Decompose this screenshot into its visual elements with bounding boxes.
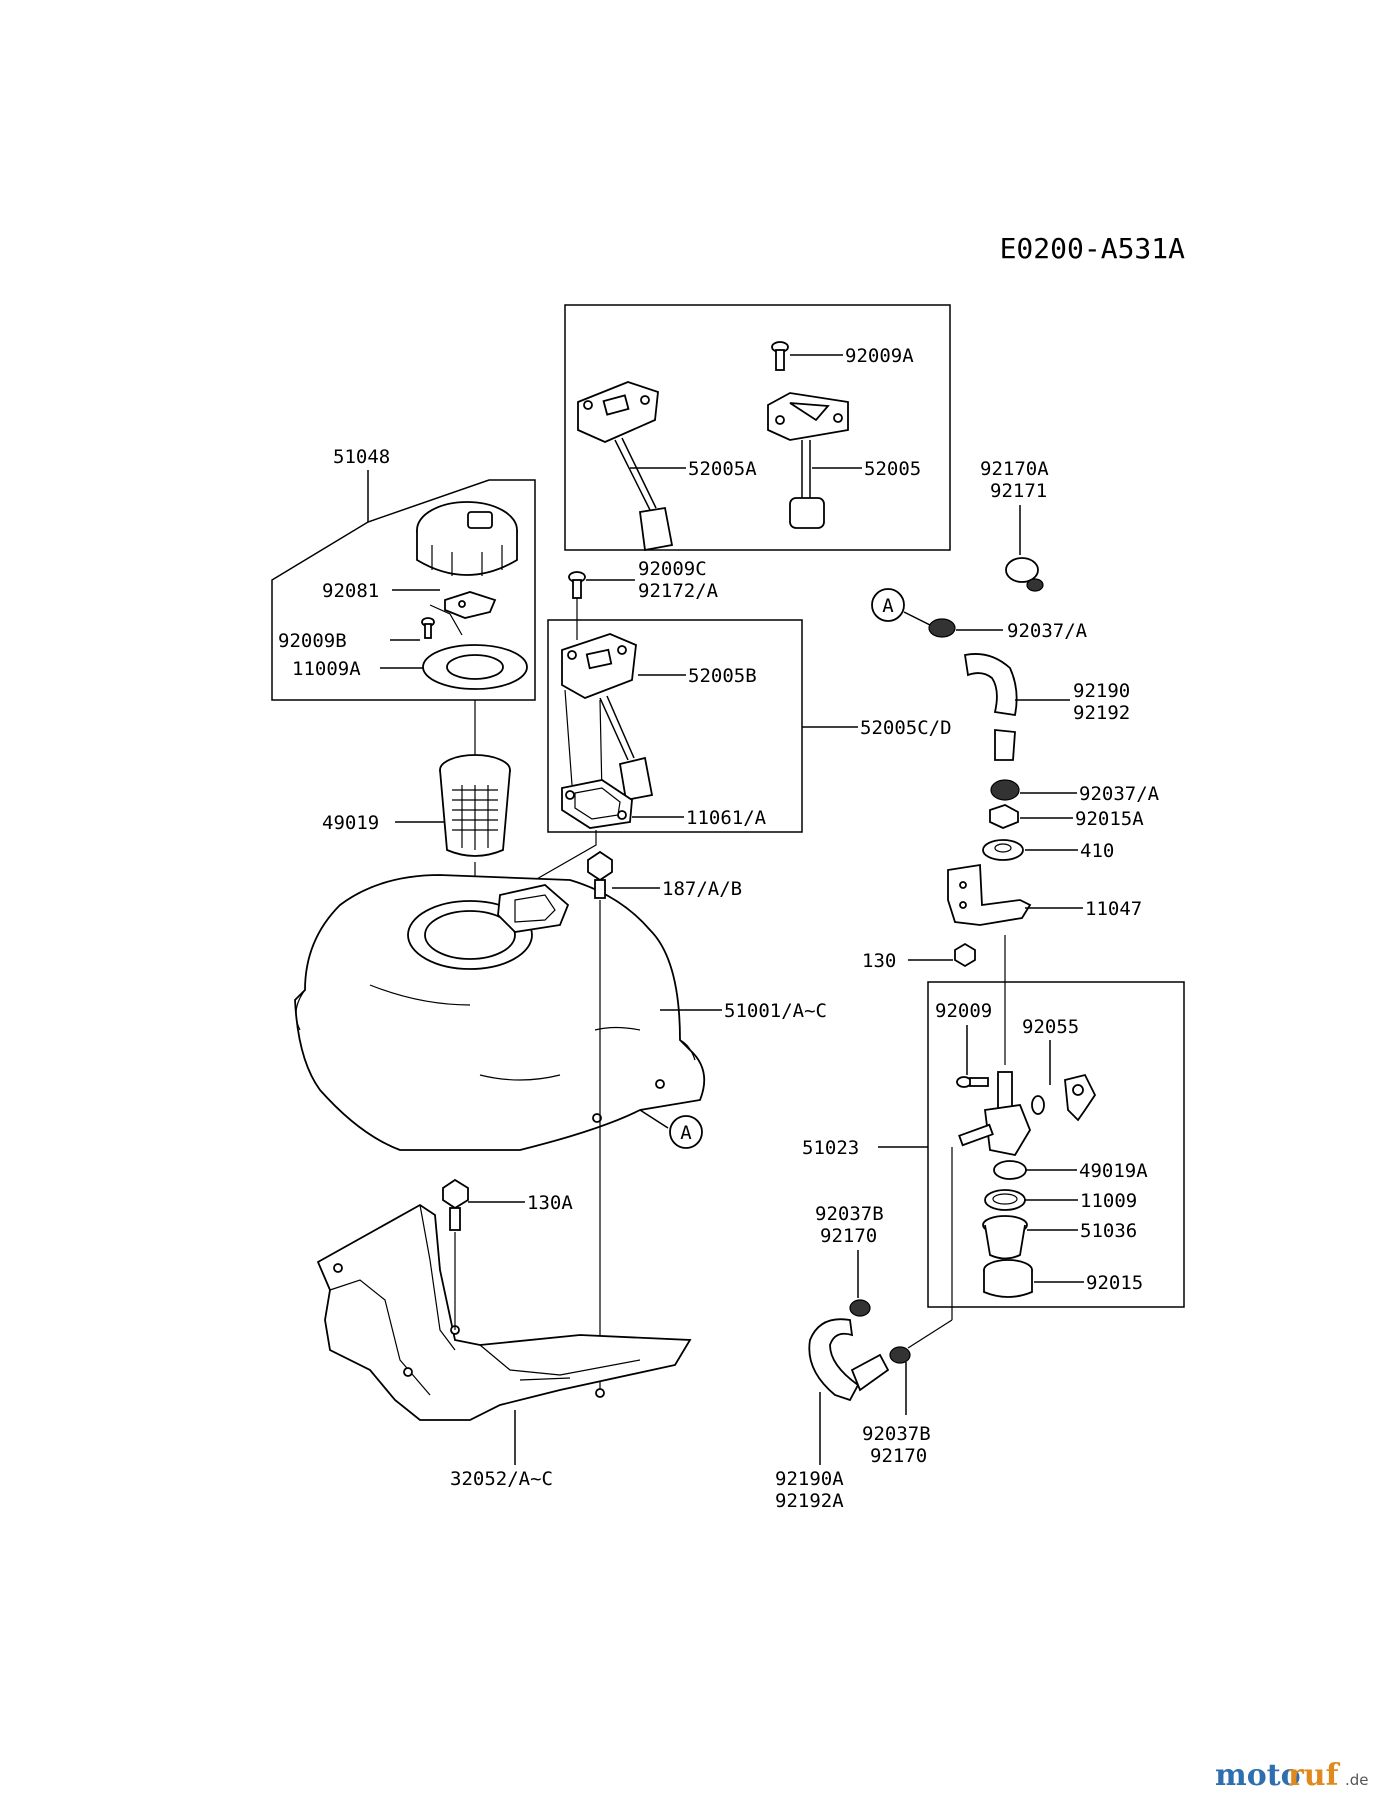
label-51023: 51023 [802,1137,859,1159]
svg-text:ruf: ruf [1288,1758,1341,1793]
callout-A-tank: A [669,1115,703,1149]
label-92170-upper: 92170 [820,1225,877,1247]
nut-92015A[interactable] [989,804,1019,829]
label-51048: 51048 [333,446,390,468]
washer-410[interactable] [982,839,1024,861]
callout-A-hose: A [871,588,905,622]
label-92037B-lower: 92037B [862,1423,931,1445]
label-92009C: 92009C [638,558,707,580]
label-92190A: 92190A [775,1468,844,1490]
bolt-187AB[interactable] [587,850,613,899]
label-92037B-upper: 92037B [815,1203,884,1225]
label-51036: 51036 [1080,1220,1137,1242]
label-130: 130 [862,950,896,972]
fuel-tank-51001[interactable] [294,874,706,1151]
bracket-11047[interactable] [947,863,1032,926]
screw-92009[interactable] [956,1076,989,1088]
screw-92009C[interactable] [568,571,586,599]
bolt-130A[interactable] [442,1178,469,1231]
filter-49019A[interactable] [993,1160,1027,1180]
bolt-130[interactable] [954,942,976,968]
label-92170A: 92170A [980,458,1049,480]
label-92009A: 92009A [845,345,914,367]
gasket-11009[interactable] [984,1189,1026,1211]
screw-92009A[interactable] [771,341,789,371]
label-52005: 52005 [864,458,921,480]
label-11061A: 11061/A [686,807,767,829]
label-187AB: 187/A/B [662,878,742,900]
fuel-gauge-52005B[interactable] [561,633,654,802]
svg-text:A: A [680,1122,692,1144]
label-92081: 92081 [322,580,379,602]
label-92055: 92055 [1022,1016,1079,1038]
gauge-set-box [547,619,803,833]
label-92037A-upper: 92037/A [1007,620,1088,642]
label-92171: 92171 [990,480,1047,502]
fuel-cap[interactable] [416,501,518,576]
label-52005CD: 52005C/D [860,717,952,739]
screw-92009B[interactable] [421,617,435,639]
clamp-92170A[interactable] [1005,557,1044,592]
label-92009B: 92009B [278,630,347,652]
clamp-92037B-upper[interactable] [849,1299,871,1317]
fuel-gauge-52005[interactable] [767,392,849,529]
label-52005A: 52005A [688,458,757,480]
label-11047: 11047 [1085,898,1142,920]
label-49019A: 49019A [1079,1160,1148,1182]
label-92172A: 92172/A [638,580,719,602]
label-11009: 11009 [1080,1190,1137,1212]
label-92037A-lower: 92037/A [1079,783,1160,805]
label-92190: 92190 [1073,680,1130,702]
cap-assembly-box [271,479,536,701]
label-49019: 49019 [322,812,379,834]
cup-51036[interactable] [982,1215,1028,1260]
svg-text:moto: moto [1215,1758,1301,1793]
watermark-logo: moto ruf .de [1215,1758,1369,1793]
hose-92190A[interactable] [808,1318,890,1402]
fuel-gauge-52005A[interactable] [577,381,674,552]
clamp-92037A-upper[interactable] [928,618,956,638]
fuel-cock-51023[interactable] [958,1071,1097,1157]
label-51001: 51001/A~C [724,1000,827,1022]
gauge-options-box [564,304,951,551]
gasket-11009A[interactable] [422,644,528,690]
diagram-code: E0200-A531A [1000,232,1186,265]
label-92009: 92009 [935,1000,992,1022]
fuel-strainer-49019[interactable] [439,754,511,857]
label-92192: 92192 [1073,702,1130,724]
svg-text:.de: .de [1345,1771,1369,1789]
clamp-92037B-lower[interactable] [889,1346,911,1364]
label-92015: 92015 [1086,1272,1143,1294]
label-410: 410 [1080,840,1114,862]
gasket-11061A[interactable] [561,779,633,829]
fuel-cock-box [927,981,1185,1308]
label-52005B: 52005B [688,665,757,687]
plate-92081[interactable] [444,591,497,619]
svg-text:A: A [882,595,894,617]
label-92170-lower: 92170 [870,1445,927,1467]
label-130A: 130A [527,1192,573,1214]
label-92192A: 92192A [775,1490,844,1512]
label-32052: 32052/A~C [450,1468,553,1490]
clamp-92037A-lower[interactable] [990,779,1020,801]
label-92015A: 92015A [1075,808,1144,830]
label-11009A: 11009A [292,658,361,680]
hose-92190[interactable] [963,653,1018,761]
tank-bracket-32052[interactable] [316,1203,692,1421]
nut-92015[interactable] [983,1259,1033,1298]
